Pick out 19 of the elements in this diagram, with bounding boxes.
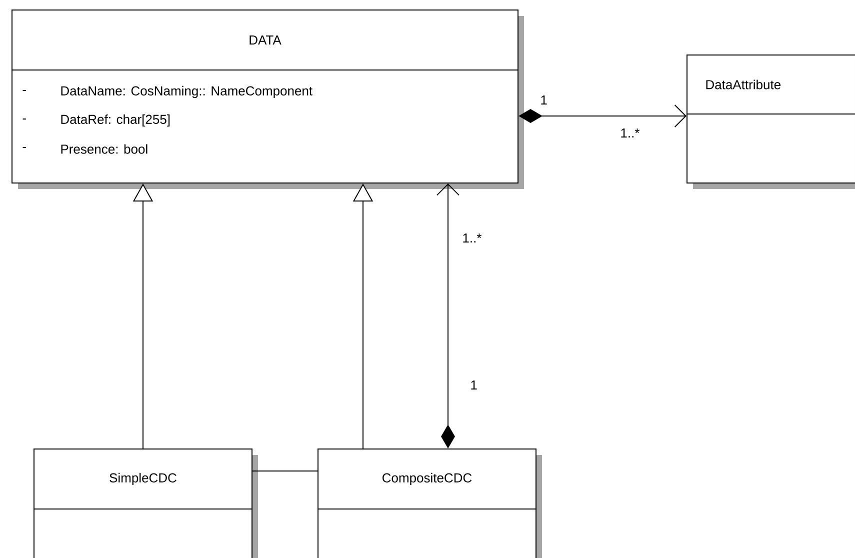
visibility-marker: - bbox=[22, 118, 26, 120]
attribute: DataName: CosNaming:: NameComponent bbox=[61, 86, 312, 98]
class-box bbox=[34, 448, 258, 558]
class-box bbox=[12, 10, 524, 189]
class-box bbox=[318, 448, 542, 558]
multiplicity-label: 1..* bbox=[463, 234, 482, 242]
class-box bbox=[686, 54, 855, 189]
visibility-marker: - bbox=[22, 90, 26, 92]
attribute: DataRef: char[255] bbox=[61, 114, 170, 127]
class-name: DATA bbox=[250, 36, 282, 44]
multiplicity-label: 1..* bbox=[621, 128, 640, 138]
class-name: DataAttribute bbox=[706, 80, 780, 90]
attribute: Presence: bool bbox=[61, 144, 148, 154]
association-line bbox=[252, 470, 318, 472]
multiplicity-label: 1 bbox=[541, 96, 547, 104]
multiplicity-label: 1 bbox=[471, 380, 477, 390]
class-name: CompositeCDC bbox=[382, 472, 472, 486]
visibility-marker: - bbox=[22, 147, 26, 148]
class-name: SimpleCDC bbox=[110, 472, 176, 486]
